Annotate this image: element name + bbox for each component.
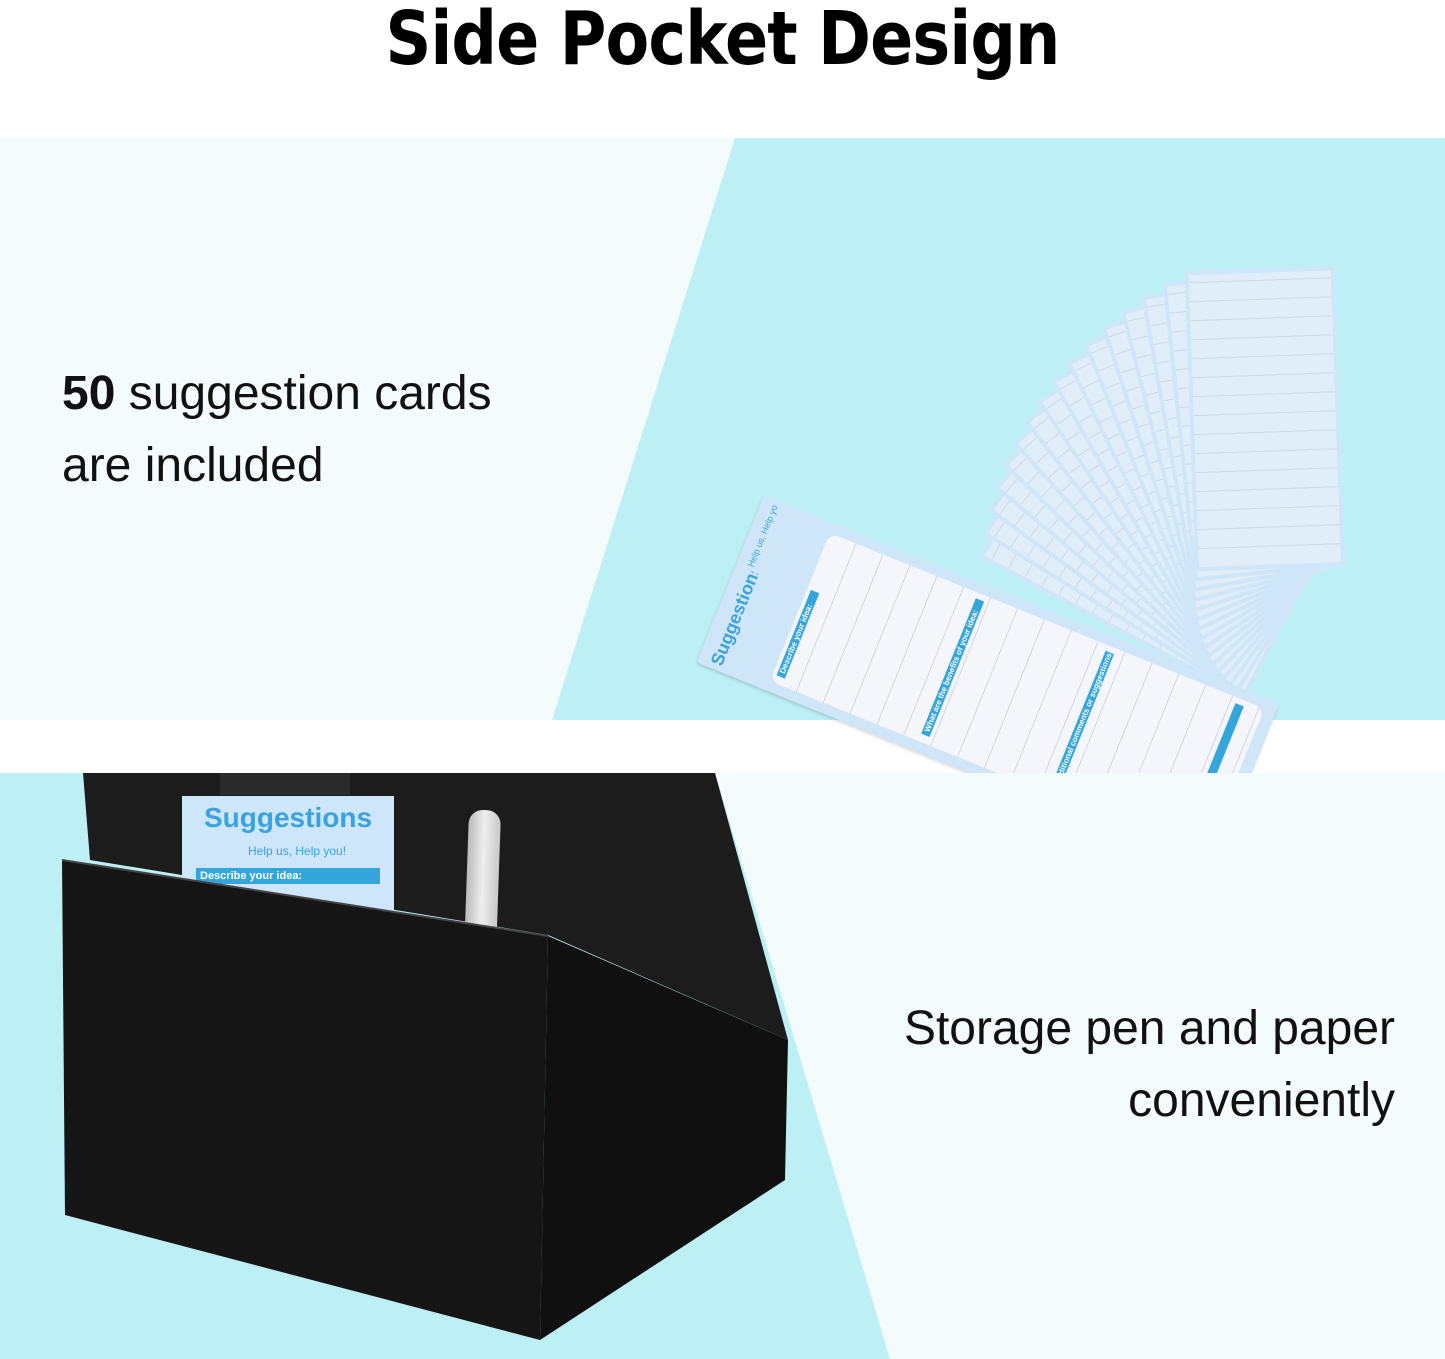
cards-caption-line2: are included <box>62 439 324 492</box>
pocket-card-title: Suggestions <box>204 802 373 833</box>
cards-caption: 50 suggestion cards are included <box>62 358 492 502</box>
box-slot <box>220 773 350 795</box>
cards-caption-line1: suggestion cards <box>115 367 492 420</box>
pocket-card-subtitle: Help us, Help you! <box>248 844 347 858</box>
pocket-card: Suggestions Help us, Help you! Describe … <box>182 796 394 946</box>
pocket-card-field: Describe your idea: <box>196 868 380 884</box>
card-count: 50 <box>62 367 116 420</box>
pocket-caption-line1: Storage pen and paper <box>903 1002 1395 1055</box>
page-title: Side Pocket Design <box>385 0 1060 82</box>
cards-panel: 50 suggestion cards are included Suggesti… <box>0 138 1445 871</box>
pocket-caption: Storage pen and paper conveniently <box>904 993 1395 1137</box>
pen <box>462 809 502 986</box>
pocket-caption-line2: conveniently <box>1128 1074 1395 1127</box>
